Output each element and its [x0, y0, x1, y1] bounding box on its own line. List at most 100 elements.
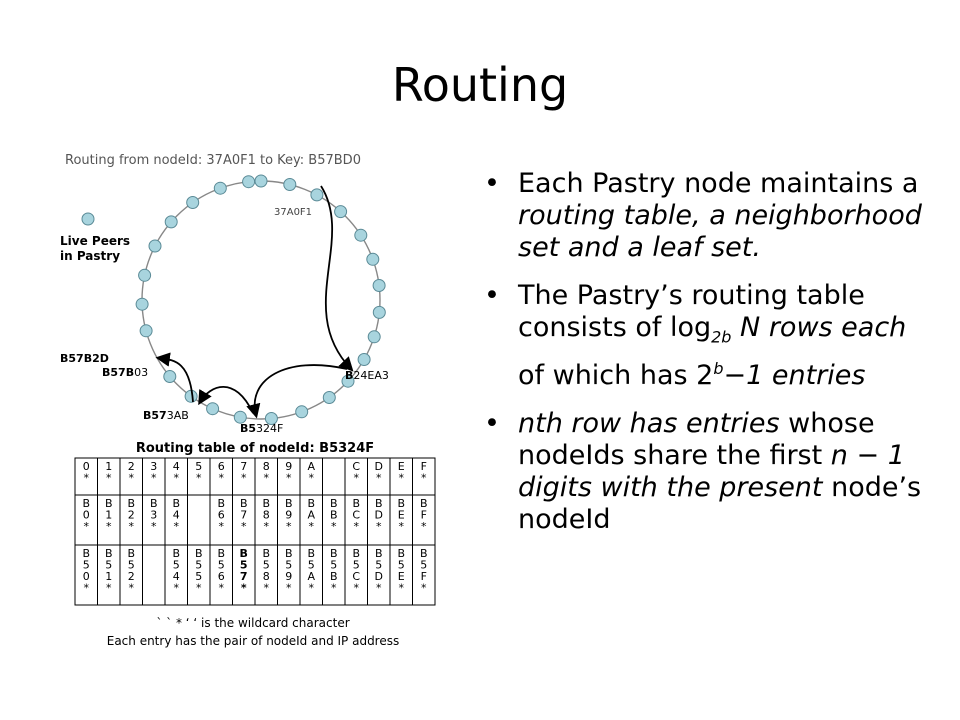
bullet-text: node’s nodeId	[518, 472, 922, 536]
routing-hop-arrow	[320, 185, 354, 372]
routing-table-cell-text: *	[331, 520, 337, 533]
routing-table-cell-text: *	[219, 520, 225, 533]
bullet-text: of which has 2	[518, 360, 714, 392]
live-peers-label: Live Peers	[60, 234, 130, 248]
live-peer-node	[138, 268, 152, 282]
routing-table-cell-text: *	[84, 582, 90, 595]
routing-table-cell-text: 5	[285, 559, 292, 572]
routing-table-cell-text: B	[330, 570, 338, 583]
routing-table-title: Routing table of nodeId: B5324F	[136, 441, 374, 456]
live-peer-node	[254, 174, 268, 188]
routing-table-cell-text: 5	[195, 460, 202, 473]
routing-table-cell-text: 4	[173, 460, 180, 473]
routing-table-cell-text: B	[82, 497, 90, 510]
routing-table-cell	[412, 544, 436, 606]
wildcard-note: ` ` * ‘ ‘ is the wildcard character	[156, 616, 349, 630]
routing-table-cell-text: 7	[240, 509, 247, 522]
routing-table-cell-text: 2	[128, 570, 135, 583]
routing-table-cell-text: 0	[83, 509, 90, 522]
bullet-text-italic: nth row has entries	[518, 408, 780, 440]
routing-table-cell-text: *	[376, 520, 382, 533]
live-peer-node	[81, 212, 95, 226]
entry-note: Each entry has the pair of nodeId and IP…	[107, 634, 400, 648]
routing-table-cell-text: A	[307, 570, 315, 583]
routing-table-cell-text: 5	[263, 559, 270, 572]
routing-table-cell-text: B	[330, 509, 338, 522]
bullet-text: whose nodeIds share the first	[518, 408, 875, 472]
routing-table-cell-text: C	[352, 570, 360, 583]
routing-table-cell-text: 1	[105, 509, 112, 522]
routing-hop-arrow	[246, 364, 348, 419]
routing-table-cell-text: *	[84, 520, 90, 533]
routing-table-cell-text: B	[420, 497, 428, 510]
routing-table-cell-text: B	[105, 547, 113, 560]
routing-table-cell-text: B	[262, 547, 270, 560]
live-peer-node	[283, 178, 297, 191]
routing-table-cell-text: 1	[105, 570, 112, 583]
routing-table-cell-text: D	[375, 460, 383, 473]
node-label-b573ab-suffix: 3AB	[167, 409, 189, 422]
routing-table-cell-text: *	[106, 520, 112, 533]
routing-table-cell-text: 9	[285, 460, 292, 473]
routing-table-cell-text: 5	[375, 559, 382, 572]
routing-table-cell	[142, 544, 166, 606]
node-label-b573ab-prefix: B57	[143, 409, 167, 422]
live-peer-nodes	[135, 174, 386, 425]
routing-table-cell-text: 3	[150, 460, 157, 473]
routing-table-cell-text: 5	[330, 559, 337, 572]
node-label-b24ea3-prefix: B	[345, 369, 353, 382]
node-label-b24ea3: B24EA3	[345, 369, 389, 382]
routing-table-cell-text: D	[375, 570, 383, 583]
node-label-b57b03-prefix: B57B	[102, 366, 134, 379]
routing-table-cell-text: *	[286, 582, 292, 595]
routing-table-cell-text: *	[286, 472, 292, 485]
node-label-b5324f-prefix: B5	[240, 422, 256, 435]
routing-table-cell-text: B	[217, 497, 225, 510]
routing-table-cell-text: *	[84, 472, 90, 485]
routing-table-cell-text: *	[399, 520, 405, 533]
routing-table-cell	[187, 494, 211, 546]
routing-table-cell-text: 2	[128, 460, 135, 473]
routing-table: 0*1*2*3*4*5*6*7*8*9*A*C*D*E*F*B0*B1*B2*B…	[74, 457, 436, 606]
live-peer-node	[206, 402, 220, 416]
bullet-item: • The Pastry’s routing table consists of…	[480, 280, 940, 392]
routing-table-cell-text: *	[354, 582, 360, 595]
routing-table-cell-text: F	[421, 509, 427, 522]
routing-table-cell-text: B	[420, 547, 428, 560]
routing-table-cell-text: B	[262, 497, 270, 510]
node-label-b57b2d: B57B2D	[60, 352, 109, 365]
routing-table-cell-text: *	[196, 472, 202, 485]
routing-table-cell-text: *	[399, 472, 405, 485]
bullet-text: The Pastry’s routing table consists of l…	[518, 280, 865, 343]
routing-table-cell-text: 5	[420, 559, 427, 572]
routing-table-cell-text: *	[264, 520, 270, 533]
routing-table-cell-text: B	[397, 547, 405, 560]
live-peer-node	[163, 370, 177, 383]
live-peer-node	[334, 205, 348, 219]
routing-table-cell-text: B	[330, 497, 338, 510]
routing-table-cell-text: *	[151, 472, 157, 485]
routing-table-cell-text: B	[375, 547, 383, 560]
routing-table-cell-text: B	[127, 547, 135, 560]
routing-table-cell-text: B	[195, 547, 203, 560]
routing-table-cell-text: *	[241, 472, 247, 485]
routing-table-cell-text: A	[307, 509, 315, 522]
live-peer-node	[354, 228, 368, 242]
pastry-routing-figure: Routing from nodeId: 37A0F1 to Key: B57B…	[60, 153, 436, 648]
routing-table-cell-text: 6	[218, 570, 225, 583]
routing-table-cell-text: 6	[218, 460, 225, 473]
routing-table-cell-text: *	[219, 472, 225, 485]
bullet-text-italic: n − 1 digits with the present	[518, 440, 905, 504]
routing-table-cell-text: 7	[240, 460, 247, 473]
live-peer-node	[366, 252, 380, 266]
routing-table-cell-text: *	[354, 520, 360, 533]
bullet-superscript: b	[713, 359, 724, 379]
routing-table-cell-text: B	[397, 497, 405, 510]
node-label-b57b03-suffix: 03	[134, 366, 148, 379]
routing-table-cell-text: 9	[285, 570, 292, 583]
routing-table-cell-text: *	[219, 582, 225, 595]
routing-table-cell-text: 5	[398, 559, 405, 572]
routing-table-cell-text: D	[375, 509, 383, 522]
routing-table-cell-text: B	[307, 497, 315, 510]
live-peer-node	[341, 374, 355, 388]
